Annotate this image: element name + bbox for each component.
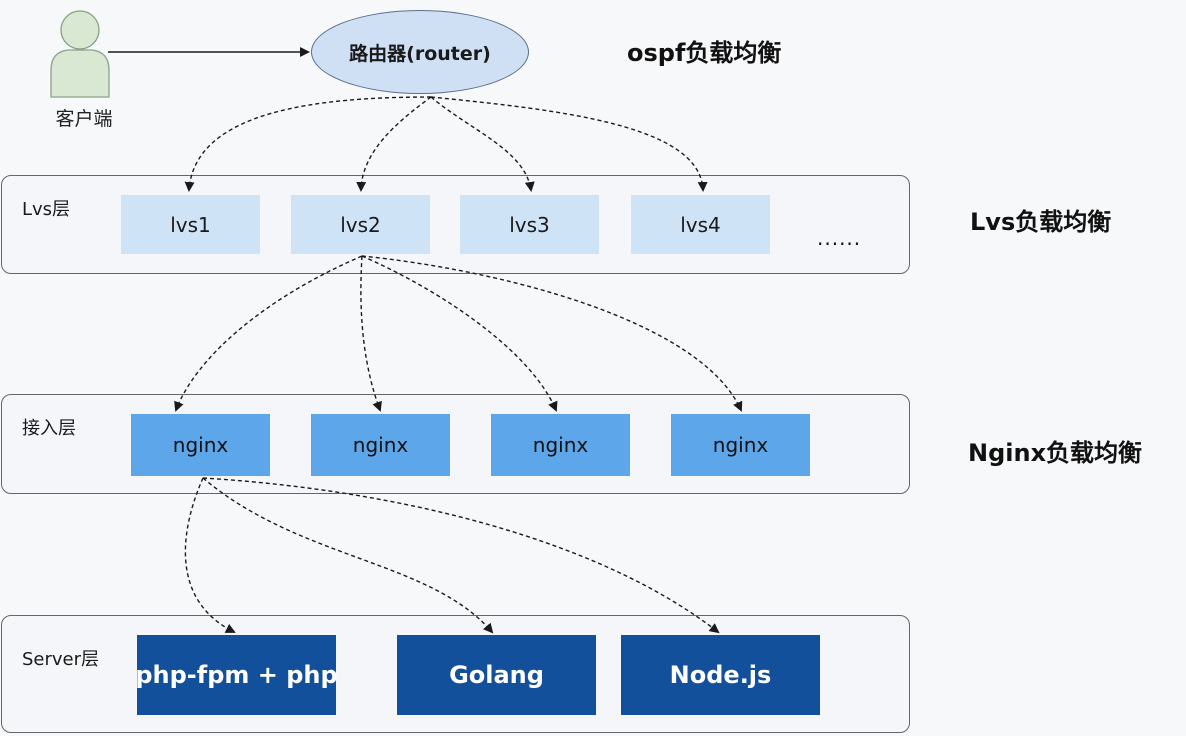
- nginx-to-php-arrow: [184, 477, 236, 633]
- nginx-node-label: nginx: [352, 433, 409, 457]
- nginx-node-label: nginx: [172, 433, 229, 457]
- lvs-node-3: lvs3: [460, 195, 599, 254]
- server-node-php: php-fpm + php: [135, 635, 338, 715]
- more-nodes-ellipsis: ......: [817, 226, 862, 250]
- lvs-node-1: lvs1: [121, 195, 260, 254]
- server-layer-label: Server层: [22, 649, 100, 670]
- lvs-node-label: lvs2: [340, 212, 381, 237]
- nginx-node-3: nginx: [491, 414, 630, 476]
- lvs2-to-nginx2-arrow: [360, 255, 382, 412]
- access-layer-label: 接入层: [22, 418, 76, 439]
- lvs2-to-nginx1-arrow: [174, 255, 363, 412]
- lvs-node-2: lvs2: [291, 195, 430, 254]
- nginx-to-nodejs-arrow: [202, 477, 720, 634]
- server-node-nodejs: Node.js: [621, 635, 820, 715]
- lvs2-to-nginx4-arrow: [361, 255, 743, 412]
- server-node-golang: Golang: [397, 635, 596, 715]
- nginx-node-label: nginx: [712, 433, 769, 457]
- user-icon: [50, 10, 110, 98]
- nginx-node-2: nginx: [311, 414, 450, 476]
- nginx-title: Nginx负载均衡: [968, 439, 1143, 467]
- lvs-title: Lvs负载均衡: [970, 208, 1112, 236]
- client-label: 客户端: [55, 108, 113, 130]
- nginx-to-golang-arrow: [202, 477, 494, 634]
- lvs-node-label: lvs4: [680, 212, 721, 237]
- ospf-title: ospf负载均衡: [627, 39, 782, 67]
- server-node-label: php-fpm + php: [135, 661, 338, 689]
- lvs-node-label: lvs1: [170, 212, 211, 237]
- lvs-node-4: lvs4: [631, 195, 770, 254]
- router-node: 路由器(router): [311, 10, 529, 94]
- nginx-node-4: nginx: [671, 414, 810, 476]
- server-node-label: Golang: [449, 661, 544, 689]
- lvs-layer-label: Lvs层: [22, 199, 71, 220]
- lvs-node-label: lvs3: [509, 212, 550, 237]
- nginx-node-1: nginx: [131, 414, 270, 476]
- lvs2-to-nginx3-arrow: [361, 255, 558, 412]
- server-node-label: Node.js: [669, 661, 772, 689]
- router-label: 路由器(router): [349, 42, 491, 65]
- nginx-node-label: nginx: [532, 433, 589, 457]
